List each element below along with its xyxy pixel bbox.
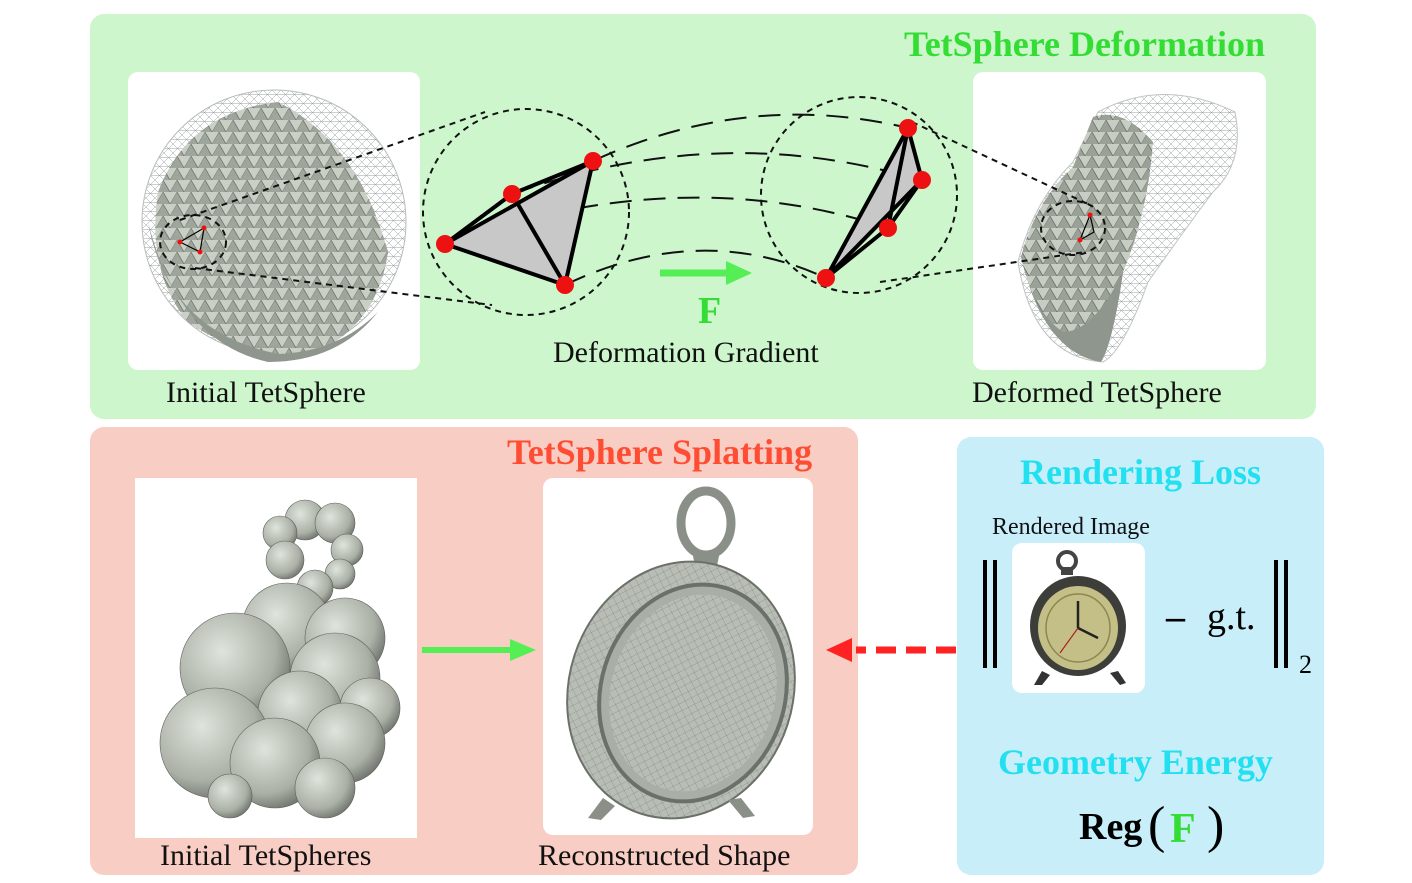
deformation-title: TetSphere Deformation bbox=[904, 24, 1265, 64]
rendered-image-label: Rendered Image bbox=[992, 514, 1150, 540]
gradient-symbol-f: F bbox=[698, 290, 722, 332]
norm-bar-right-2 bbox=[1284, 560, 1288, 668]
splatting-title: TetSphere Splatting bbox=[507, 432, 813, 472]
minus-sign: – bbox=[1166, 596, 1185, 638]
initial-tetsphere-mesh bbox=[141, 89, 407, 362]
initial-tetsphere-caption: Initial TetSphere bbox=[166, 376, 366, 409]
initial-tetsphere-image bbox=[128, 72, 420, 370]
reg-symbol-f: F bbox=[1170, 806, 1196, 852]
norm-bar-left-1 bbox=[983, 560, 987, 668]
reconstructed-shape-caption: Reconstructed Shape bbox=[538, 839, 791, 872]
rendered-clock-photo bbox=[1030, 550, 1126, 685]
ground-truth-label: g.t. bbox=[1207, 596, 1256, 638]
rendered-image bbox=[1012, 543, 1145, 693]
deformed-tetsphere-mesh bbox=[1017, 94, 1238, 363]
deformed-tetsphere-image bbox=[973, 72, 1266, 370]
reg-open-paren: ( bbox=[1148, 797, 1166, 854]
initial-tetspheres-caption: Initial TetSpheres bbox=[160, 839, 372, 872]
reconstructed-shape-image bbox=[543, 478, 813, 835]
initial-tetspheres-mesh bbox=[159, 499, 401, 819]
reconstructed-clock-mesh bbox=[566, 486, 796, 820]
norm-bar-left-2 bbox=[993, 560, 997, 668]
reg-label: Reg bbox=[1079, 806, 1143, 848]
norm-bar-right-1 bbox=[1274, 560, 1278, 668]
reg-close-paren: ) bbox=[1207, 797, 1225, 854]
geometry-energy-title: Geometry Energy bbox=[998, 742, 1273, 782]
initial-tetspheres-image bbox=[135, 478, 417, 838]
norm-subscript: 2 bbox=[1299, 650, 1312, 679]
deformed-tetsphere-caption: Deformed TetSphere bbox=[972, 376, 1222, 409]
rendering-loss-title: Rendering Loss bbox=[1020, 452, 1262, 492]
deformation-gradient-label: Deformation Gradient bbox=[553, 336, 819, 369]
